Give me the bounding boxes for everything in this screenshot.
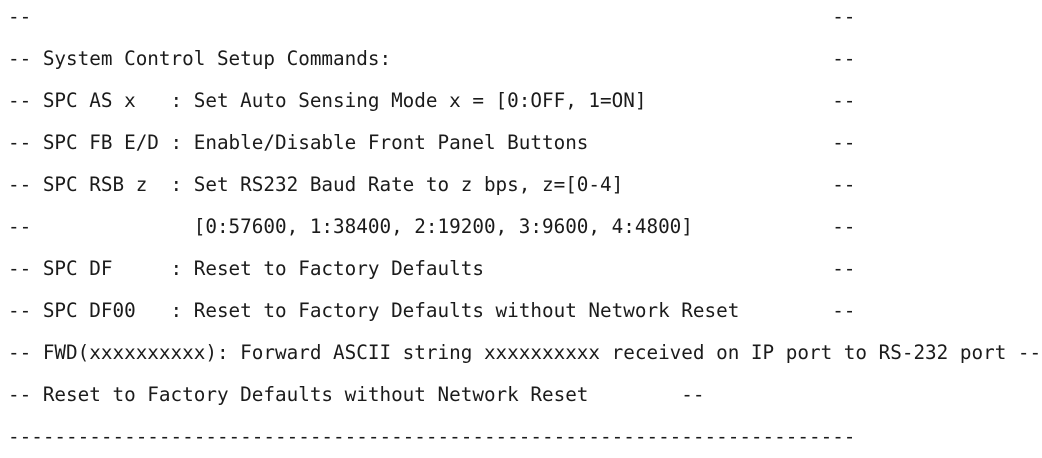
console-line: -- -- bbox=[8, 5, 856, 28]
console-line-divider: ----------------------------------------… bbox=[8, 425, 856, 448]
console-line: -- System Control Setup Commands: -- bbox=[8, 47, 856, 70]
console-line: -- SPC FB E/D : Enable/Disable Front Pan… bbox=[8, 131, 856, 154]
console-line: -- SPC DF : Reset to Factory Defaults -- bbox=[8, 257, 856, 280]
console-line: -- SPC RSB z : Set RS232 Baud Rate to z … bbox=[8, 173, 856, 196]
console-line: -- SPC AS x : Set Auto Sensing Mode x = … bbox=[8, 89, 856, 112]
console-line: -- [0:57600, 1:38400, 2:19200, 3:9600, 4… bbox=[8, 215, 856, 238]
console-line: -- SPC DF00 : Reset to Factory Defaults … bbox=[8, 299, 856, 322]
console-line: -- FWD(xxxxxxxxxx): Forward ASCII string… bbox=[8, 341, 1042, 364]
console-line: -- Reset to Factory Defaults without Net… bbox=[8, 383, 705, 406]
